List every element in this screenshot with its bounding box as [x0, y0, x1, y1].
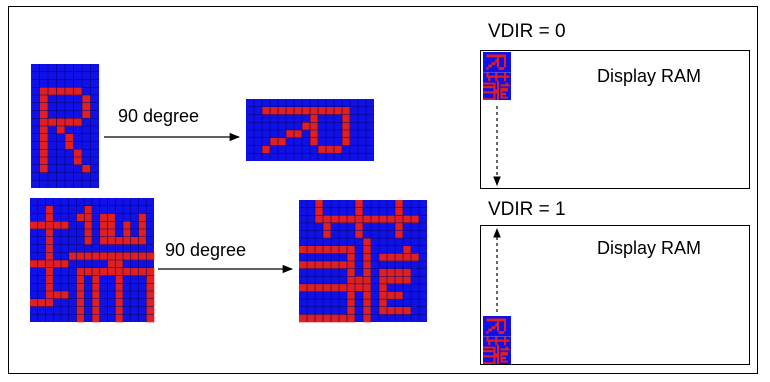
glyph-r-rotated-pixel-grid — [246, 99, 374, 161]
ram-glyph-small-bottom — [483, 316, 511, 364]
vdir0-title: VDIR = 0 — [488, 21, 566, 42]
glyph-r-pixel-grid — [31, 64, 99, 188]
display-ram-vdir1 — [480, 225, 750, 365]
display-ram-label-vdir1: Display RAM — [597, 238, 702, 258]
display-ram-label-vdir0: Display RAM — [597, 66, 702, 86]
arrow-label-row2: 90 degree — [165, 240, 247, 260]
glyph-chinese-rotated-pixel-grid — [299, 200, 427, 323]
display-ram-vdir0 — [480, 50, 750, 189]
arrow-label-row1: 90 degree — [118, 106, 200, 126]
ram-glyph-small-top — [483, 52, 511, 100]
glyph-chinese-pixel-grid — [30, 198, 155, 323]
figure-frame — [8, 6, 758, 374]
vdir1-title: VDIR = 1 — [488, 199, 566, 220]
